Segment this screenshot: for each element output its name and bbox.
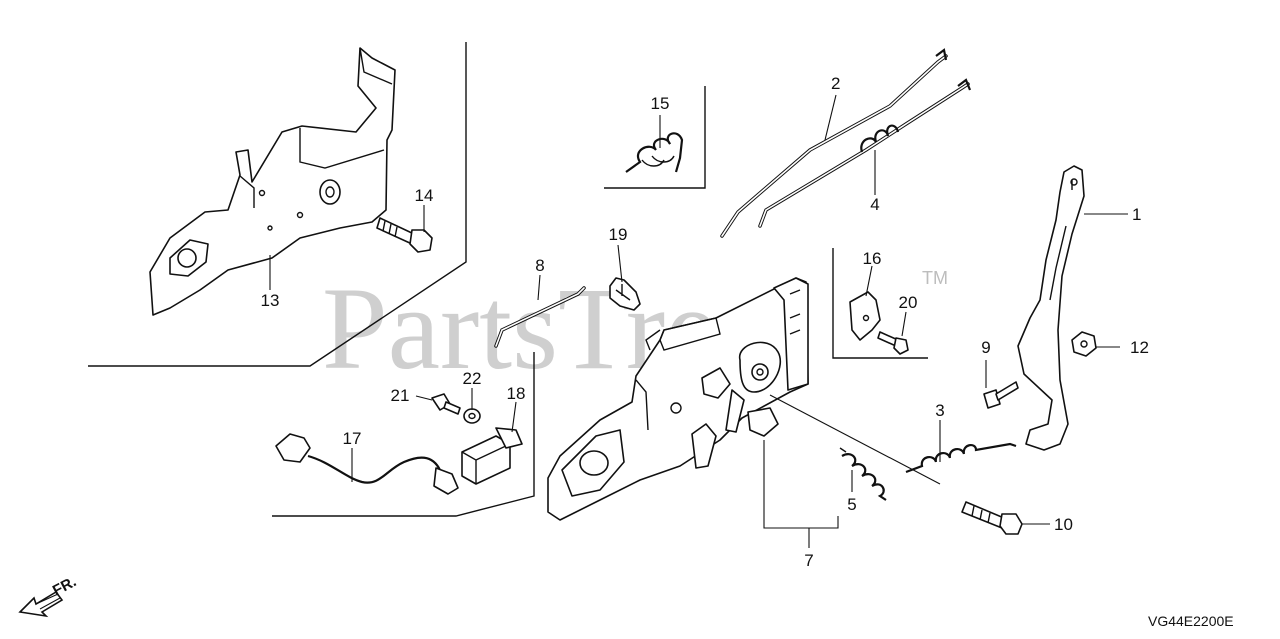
spring-part-3[interactable] <box>905 442 1017 474</box>
callout-16[interactable]: 16 <box>863 249 882 268</box>
callout-21[interactable]: 21 <box>391 386 410 405</box>
callout-4[interactable]: 4 <box>870 195 879 214</box>
spring-part-5[interactable] <box>839 447 887 501</box>
lever-part-1[interactable] <box>1017 165 1085 451</box>
callout-2[interactable]: 2 <box>831 74 840 93</box>
frame-lines <box>88 42 928 517</box>
rod-part-8[interactable] <box>494 286 586 348</box>
bolt-part-10[interactable] <box>961 501 1023 535</box>
callout-5[interactable]: 5 <box>847 495 856 514</box>
callout-20[interactable]: 20 <box>899 293 918 312</box>
callout-8[interactable]: 8 <box>535 256 544 275</box>
screw-part-20[interactable] <box>877 331 909 355</box>
callout-7[interactable]: 7 <box>804 551 813 570</box>
leader-lines <box>269 94 1128 548</box>
nut-part-12[interactable] <box>1071 331 1097 357</box>
callouts: 1 2 3 4 5 7 8 9 10 12 13 14 15 16 17 18 … <box>261 74 1149 570</box>
callout-12[interactable]: 12 <box>1130 338 1149 357</box>
control-base-part-7[interactable] <box>547 277 809 521</box>
switch-part-18[interactable] <box>461 427 523 485</box>
callout-3[interactable]: 3 <box>935 401 944 420</box>
control-rod-part-4[interactable] <box>758 78 972 228</box>
front-direction-marker: FR. <box>18 573 79 618</box>
diagram-code: VG44E2200E <box>1148 613 1234 629</box>
callout-18[interactable]: 18 <box>507 384 526 403</box>
bracket-part-16[interactable] <box>849 291 881 341</box>
callout-19[interactable]: 19 <box>609 225 628 244</box>
side-plate-part-13[interactable] <box>149 47 396 316</box>
callout-22[interactable]: 22 <box>463 369 482 388</box>
bolt-part-9[interactable] <box>983 381 1019 409</box>
callout-13[interactable]: 13 <box>261 291 280 310</box>
control-rod-part-2[interactable] <box>720 48 948 238</box>
wire-part-17[interactable] <box>275 433 459 495</box>
callout-15[interactable]: 15 <box>651 94 670 113</box>
clip-part-19[interactable] <box>609 277 641 311</box>
washer-part-22[interactable] <box>463 408 481 424</box>
spring-part-15[interactable] <box>625 132 684 173</box>
callout-10[interactable]: 10 <box>1054 515 1073 534</box>
bolt-part-14[interactable] <box>319 179 433 253</box>
callout-17[interactable]: 17 <box>343 429 362 448</box>
watermark-trademark: TM <box>922 268 948 288</box>
callout-14[interactable]: 14 <box>415 186 434 205</box>
callout-1[interactable]: 1 <box>1132 205 1141 224</box>
front-direction-arrow-icon <box>18 590 64 618</box>
screw-part-21[interactable] <box>431 393 461 415</box>
callout-9[interactable]: 9 <box>981 338 990 357</box>
